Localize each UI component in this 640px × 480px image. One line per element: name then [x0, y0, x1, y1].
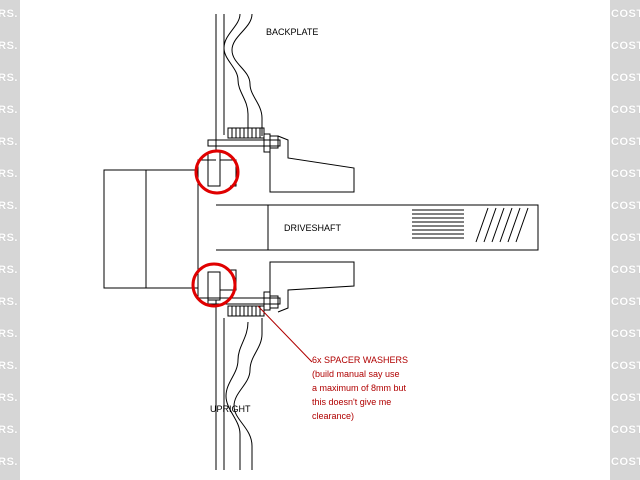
watermark-left-strip: DERS. DERS. DERS. DERS. DERS. DERS. DERS. DERS.…	[0, 0, 20, 480]
watermark-text: COST	[611, 40, 640, 52]
backplate-curve-upper-outer	[231, 13, 263, 136]
washer-lower	[207, 271, 221, 301]
watermark-text: COST	[611, 136, 640, 148]
annotation-line-2: (build manual say use	[312, 369, 400, 379]
annotation-line-1: 6x SPACER WASHERS	[312, 355, 408, 365]
watermark-text: DERS.	[0, 424, 18, 436]
watermark-text: COST	[611, 392, 640, 404]
watermark-right-strip: COST COST COST COST COST COST COST COST COST COST…	[610, 0, 640, 480]
watermark-text: DERS.	[0, 264, 18, 276]
spacer-stack-upper	[227, 127, 265, 139]
watermark-text: DERS.	[0, 232, 18, 244]
nut-lower	[263, 291, 271, 311]
watermark-text: DERS.	[0, 8, 18, 20]
upright-label: UPRIGHT	[210, 404, 251, 414]
watermark-text: DERS.	[0, 456, 18, 468]
backplate-curve-lower-outer	[233, 318, 263, 470]
watermark-text: COST	[611, 456, 640, 468]
annotation-line-3: a maximum of 8mm but	[312, 383, 407, 393]
upright-arm-upper	[269, 135, 355, 193]
hub-box-left	[103, 169, 147, 289]
nut-upper	[263, 133, 271, 153]
backplate-label: BACKPLATE	[266, 27, 318, 37]
washer-upper	[207, 151, 221, 187]
watermark-text: COST	[611, 232, 640, 244]
watermark-text: COST	[611, 328, 640, 340]
watermark-text: COST	[611, 296, 640, 308]
highlight-circle-upper	[194, 149, 240, 195]
watermark-text: DERS.	[0, 72, 18, 84]
bolt-lower	[207, 297, 281, 305]
annotation-line-5: clearance)	[312, 411, 354, 421]
backplate-curve-lower-inner	[225, 321, 249, 470]
watermark-text: COST	[611, 424, 640, 436]
watermark-text: COST	[611, 360, 640, 372]
watermark-text: DERS.	[0, 40, 18, 52]
bolt-upper	[207, 139, 281, 147]
spacer-stack-lower	[227, 305, 265, 317]
hub-box-right	[145, 169, 199, 289]
watermark-text: DERS.	[0, 392, 18, 404]
driveshaft-label: DRIVESHAFT	[284, 223, 342, 233]
watermark-text: DERS.	[0, 360, 18, 372]
annotation-line-4: this doesn't give me	[312, 397, 391, 407]
watermark-text: DERS.	[0, 200, 18, 212]
watermark-text: DERS.	[0, 296, 18, 308]
watermark-text: COST	[611, 104, 640, 116]
backplate-curve-upper-inner	[223, 13, 249, 132]
watermark-text: COST	[611, 8, 640, 20]
upright-arm-lower	[269, 261, 355, 313]
annotation-leader-line	[257, 305, 313, 363]
watermark-text: DERS.	[0, 136, 18, 148]
watermark-text: COST	[611, 168, 640, 180]
driveshaft-body	[216, 204, 539, 251]
watermark-text: DERS.	[0, 328, 18, 340]
watermark-text: DERS.	[0, 168, 18, 180]
watermark-text: COST	[611, 264, 640, 276]
watermark-text: COST	[611, 200, 640, 212]
watermark-text: DERS.	[0, 104, 18, 116]
watermark-text: COST	[611, 72, 640, 84]
highlight-circle-lower	[191, 262, 237, 308]
